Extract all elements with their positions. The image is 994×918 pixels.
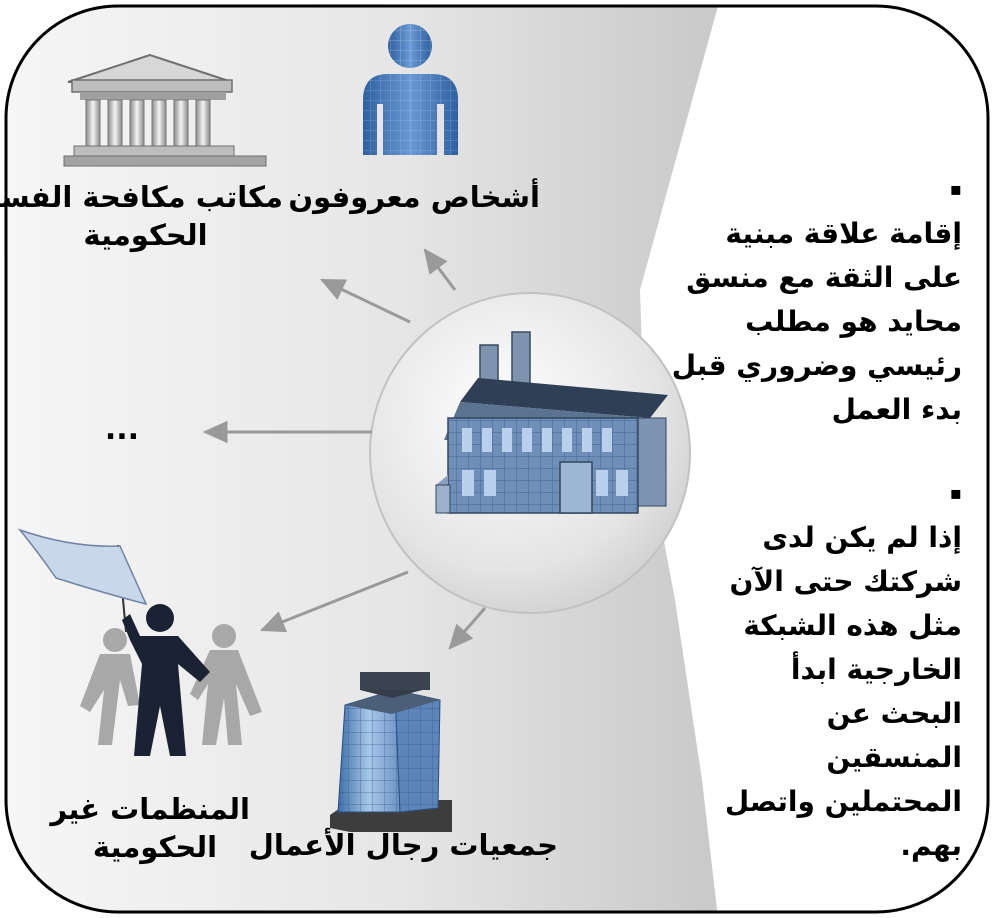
arrow-to-ngo [259, 570, 409, 633]
note-line: شركتك حتى الآن [729, 565, 962, 598]
office-tower-icon [330, 672, 452, 832]
note-build-network: ▪ إذا لم يكن لدى شركتك حتى الآن مثل هذه ا… [725, 472, 962, 868]
note-line: على الثقة مع منسق [686, 261, 962, 294]
note-line: بدء العمل [831, 393, 962, 426]
ngo-people-icon [17, 528, 262, 756]
arrow-to-people [423, 248, 457, 291]
label-anticorruption-line2: الحكومية [83, 218, 208, 253]
label-anticorruption-offices: مكاتب مكافحة الفساد الحكومية [0, 178, 283, 255]
label-ngos: المنظمات غير الحكومية [50, 790, 250, 867]
note-line: ▪ إذا لم يكن لدى [725, 472, 962, 560]
note-line: رئيسي وضروري قبل [671, 349, 962, 382]
bullet-icon: ▪ [949, 483, 962, 504]
person-icon [363, 24, 458, 155]
government-building-icon [63, 53, 267, 167]
label-ngo-line1: المنظمات غير [50, 792, 250, 826]
note-line: مثل هذه الشبكة [743, 609, 962, 642]
label-known-people: أشخاص معروفون [288, 178, 540, 216]
note-line: البحث عن [826, 697, 962, 730]
label-other-ellipsis: ... [92, 410, 152, 450]
note-line: ▪ إقامة علاقة مبنية [672, 168, 962, 256]
note-line-text: إذا لم يكن لدى [762, 521, 962, 554]
factory-icon [435, 331, 668, 514]
connector-arrows [202, 248, 487, 650]
note-line: المنسقين [826, 741, 962, 774]
label-ngo-line2: الحكومية [92, 830, 218, 865]
note-line: الخارجية ابدأ [790, 653, 962, 686]
note-line: محايد هو مطلب [745, 305, 962, 338]
bullet-icon: ▪ [949, 179, 962, 200]
frame-border [4, 4, 990, 914]
label-business-associations: جمعيات رجال الأعمال [249, 826, 558, 864]
arrow-to-anticorruption [319, 278, 411, 324]
note-line: بهم. [900, 829, 962, 862]
note-trust-relationship: ▪ إقامة علاقة مبنية على الثقة مع منسق محا… [672, 168, 962, 432]
label-business-text: جمعيات رجال الأعمال [248, 828, 558, 862]
note-line-text: إقامة علاقة مبنية [725, 217, 962, 250]
label-anticorruption-line1: مكاتب مكافحة الفساد [0, 180, 283, 214]
ellipsis-text: ... [104, 412, 140, 447]
arrow-to-business [448, 607, 487, 650]
label-known-people-text: أشخاص معروفون [288, 180, 540, 214]
note-line: المحتملين واتصل [724, 785, 962, 818]
